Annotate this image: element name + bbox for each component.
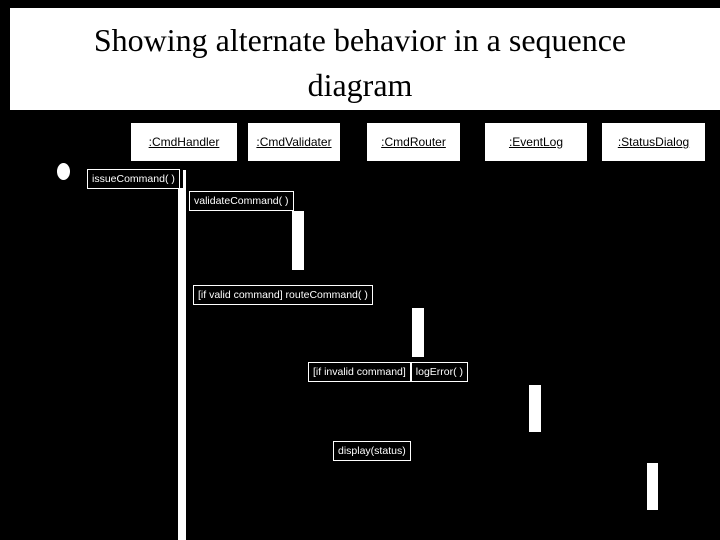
object-label-cmdhandler: :CmdHandler (148, 135, 220, 149)
object-label-statusdialog: :StatusDialog (617, 135, 690, 149)
message-guard-invalid-command: [if invalid command] (308, 362, 411, 382)
message-label-validatecommand: validateCommand( ) (189, 191, 294, 211)
activation-bar-sliver (183, 170, 186, 188)
object-label-cmdvalidater: :CmdValidater (256, 135, 332, 149)
object-box-statusdialog: :StatusDialog (602, 123, 705, 161)
object-label-eventlog: :EventLog (508, 135, 564, 149)
activation-bar-eventlog (529, 385, 541, 432)
actor-head-icon (57, 163, 70, 180)
activation-bar-statusdialog (647, 463, 658, 510)
object-box-cmdrouter: :CmdRouter (367, 123, 460, 161)
slide-title: Showing alternate behavior in a sequence… (0, 18, 720, 108)
activation-bar-cmdvalidater (292, 211, 304, 270)
message-label-display-status: display(status) (333, 441, 411, 461)
message-label-logerror-group: [if invalid command] logError( ) (308, 362, 469, 382)
activation-bar-cmdrouter (412, 308, 424, 357)
object-label-cmdrouter: :CmdRouter (381, 135, 446, 149)
object-box-cmdvalidater: :CmdValidater (248, 123, 340, 161)
sequence-diagram: :CmdHandler :CmdValidater :CmdRouter :Ev… (0, 110, 720, 540)
object-box-eventlog: :EventLog (485, 123, 587, 161)
slide-top-border (0, 0, 720, 8)
message-label-routecommand: [if valid command] routeCommand( ) (193, 285, 373, 305)
message-label-issuecommand: issueCommand( ) (87, 169, 180, 189)
slide-title-text: Showing alternate behavior in a sequence… (93, 22, 627, 103)
message-label-logerror: logError( ) (409, 362, 469, 382)
activation-bar-cmdhandler (178, 188, 186, 540)
object-box-cmdhandler: :CmdHandler (131, 123, 237, 161)
slide-left-border (0, 0, 10, 112)
